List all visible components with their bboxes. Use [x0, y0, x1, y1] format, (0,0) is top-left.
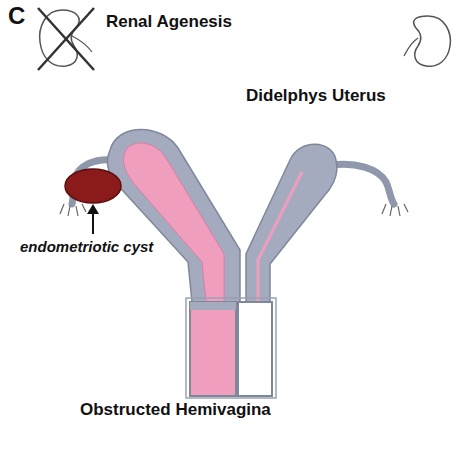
pointer-arrowhead	[87, 204, 99, 214]
kidney	[404, 16, 450, 66]
panel-letter: C	[8, 2, 25, 30]
patent-hemivagina	[238, 302, 272, 396]
right-hemiuterus	[246, 144, 337, 302]
pointer-arrow	[92, 212, 94, 234]
structure-label: Didelphys Uterus	[246, 86, 386, 106]
structure-label: Renal Agenesis	[106, 12, 232, 32]
vaginal-wall	[186, 298, 276, 398]
structure-label: Obstructed Hemivagina	[80, 400, 271, 420]
uterine-cavity	[258, 172, 302, 302]
absent-kidney	[38, 8, 94, 70]
uterine-cavity	[124, 143, 224, 302]
structure-label: endometriotic cyst	[20, 238, 153, 255]
obstructed-hemivagina	[190, 302, 236, 396]
fimbriae	[60, 204, 408, 216]
vaginal-septum	[190, 302, 236, 310]
left-hemiuterus	[107, 130, 240, 303]
endometriotic-cyst	[65, 169, 121, 203]
